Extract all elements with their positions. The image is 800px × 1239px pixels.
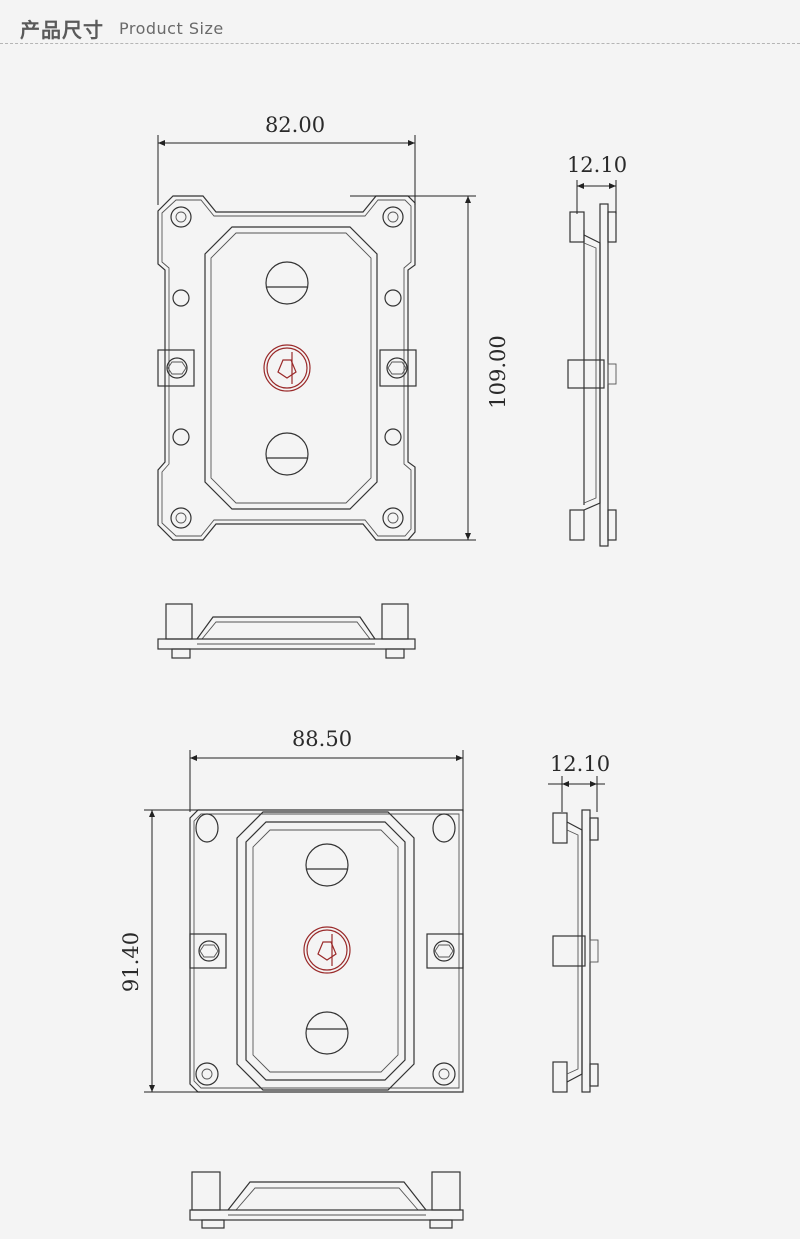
section-header: 产品尺寸 Product Size: [0, 0, 800, 44]
height-dimension-1: 109.00: [350, 195, 510, 541]
depth-dimension-1: 12.10: [567, 153, 627, 214]
depth-label-1: 12.10: [567, 153, 627, 177]
depth-label-2: 12.10: [550, 752, 610, 776]
front-view-1: [157, 195, 417, 541]
bottom-view-1: [157, 603, 416, 659]
width-label-1: 82.00: [265, 113, 325, 137]
height-label-2: 91.40: [119, 932, 143, 992]
width-dimension-2: 88.50: [189, 727, 464, 812]
brand-logo: [263, 344, 311, 392]
height-label-1: 109.00: [486, 335, 510, 408]
side-view-2: [552, 809, 599, 1093]
front-view-2: [189, 809, 464, 1093]
depth-dimension-2: 12.10: [548, 752, 610, 812]
header-divider: [0, 43, 800, 44]
bottom-view-2: [189, 1171, 464, 1229]
section-title-cn: 产品尺寸: [20, 18, 104, 42]
brand-logo-2: [303, 926, 351, 974]
width-dimension-1: 82.00: [157, 113, 416, 205]
width-label-2: 88.50: [292, 727, 352, 751]
height-dimension-2: 91.40: [119, 809, 200, 1093]
side-view-1: [567, 203, 617, 547]
section-title-en: Product Size: [119, 19, 224, 38]
